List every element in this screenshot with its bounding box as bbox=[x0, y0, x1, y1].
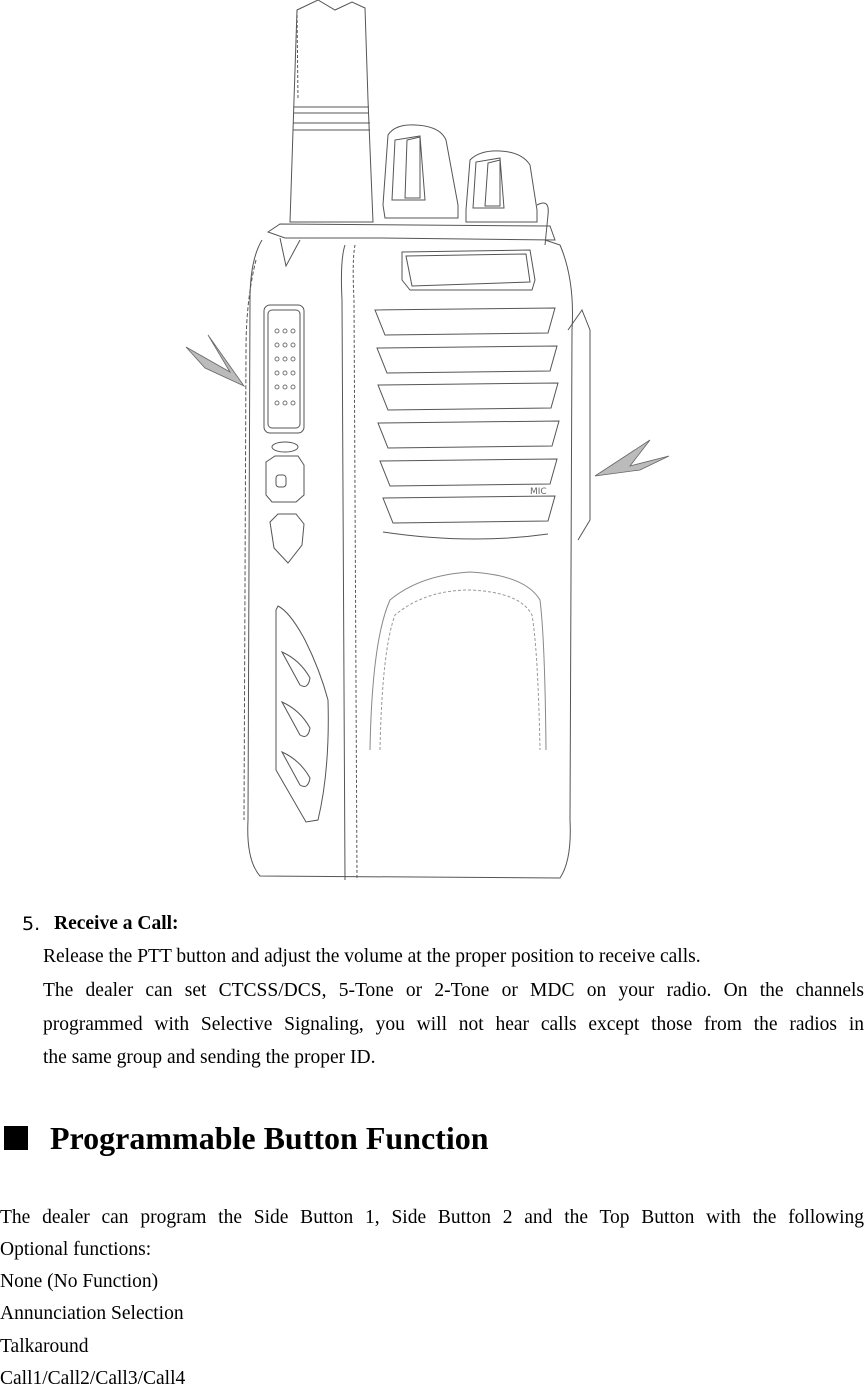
side-grip bbox=[275, 605, 329, 823]
function-item: None (No Function) bbox=[0, 1271, 159, 1292]
step-title: Receive a Call: bbox=[54, 913, 179, 934]
heading-title: Programmable Button Function bbox=[50, 1120, 489, 1156]
intro-line: Optional functions: bbox=[0, 1239, 152, 1260]
paragraph-line: the same group and sending the proper ID… bbox=[43, 1047, 376, 1068]
function-item: Talkaround bbox=[0, 1336, 89, 1357]
function-item: Call1/Call2/Call3/Call4 bbox=[0, 1368, 186, 1389]
speaker-grille bbox=[374, 307, 560, 540]
intro-line: The dealer can program the Side Button 1… bbox=[0, 1207, 864, 1228]
paragraph-line: programmed with Selective Signaling, you… bbox=[43, 1014, 864, 1035]
svg-text:MIC: MIC bbox=[530, 487, 547, 497]
section-heading: Programmable Button Function bbox=[0, 1118, 489, 1158]
radio-illustration: MIC bbox=[185, 0, 670, 881]
left-arrow-icon bbox=[185, 334, 246, 387]
square-bullet-icon bbox=[4, 1126, 28, 1150]
step-number: 5. bbox=[22, 913, 41, 935]
knobs bbox=[382, 124, 549, 246]
paragraph-line: The dealer can set CTCSS/DCS, 5-Tone or … bbox=[43, 980, 864, 1001]
paragraph-line: Release the PTT button and adjust the vo… bbox=[43, 946, 701, 967]
right-arrow-icon bbox=[594, 439, 670, 477]
function-item: Annunciation Selection bbox=[0, 1303, 184, 1324]
ptt-button bbox=[263, 304, 305, 564]
antenna bbox=[289, 0, 374, 223]
